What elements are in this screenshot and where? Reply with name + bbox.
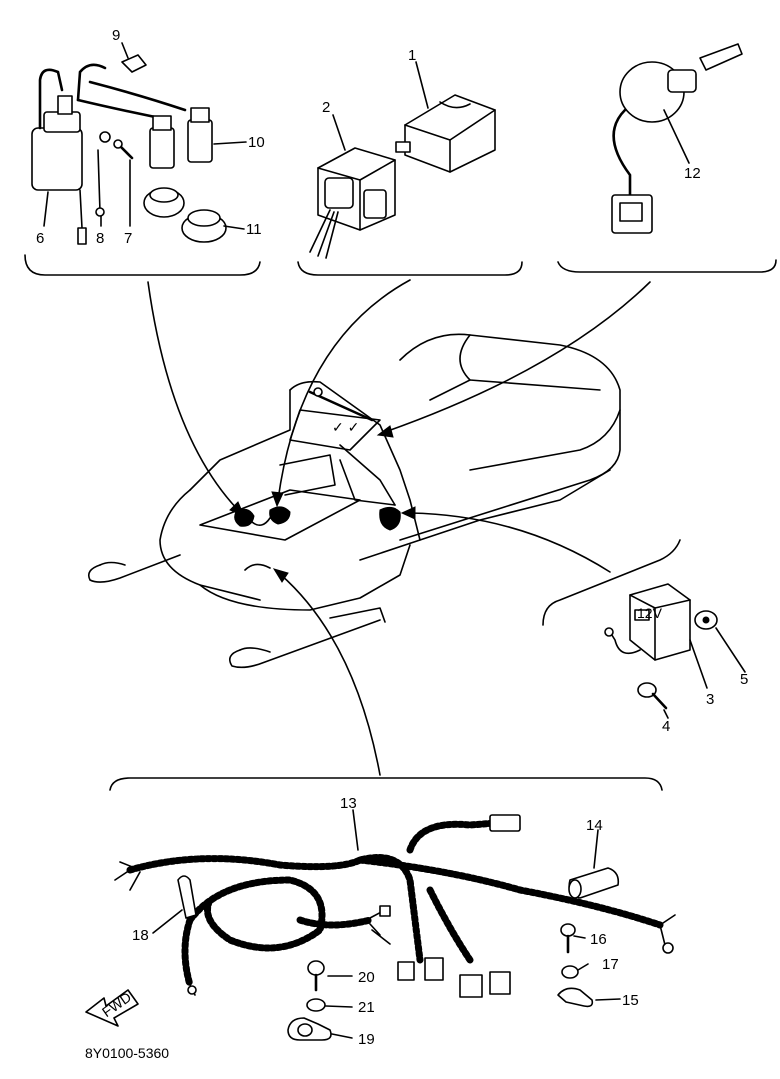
- group-bracket-regulator: [542, 539, 681, 626]
- fwd-arrow-icon: FWD: [85, 989, 139, 1027]
- bolt-4: [637, 682, 668, 710]
- callout-9: 9: [112, 27, 120, 44]
- main-switch-12: [611, 43, 743, 234]
- clip-18: [177, 875, 197, 919]
- callout-3: 3: [706, 691, 714, 708]
- callout-20: 20: [358, 969, 375, 986]
- bolt-7: [113, 139, 134, 160]
- leader-arrow-regulator: [400, 506, 611, 573]
- callout-6: 6: [36, 230, 44, 247]
- group-bracket-ignition: [24, 254, 261, 276]
- cdi-unit-1: [395, 94, 496, 173]
- connector-cover-14: [568, 867, 620, 899]
- nut-5: [694, 610, 718, 630]
- snowmobile-body: ✓ ✓: [87, 333, 621, 669]
- spark-plug-cap-10a: [149, 115, 175, 169]
- callout-10: 10: [248, 134, 265, 151]
- callout-5: 5: [740, 671, 748, 688]
- wire-harness-13: [114, 814, 676, 998]
- callout-7: 7: [124, 230, 132, 247]
- callout-4: 4: [662, 718, 670, 735]
- callout-21: 21: [358, 999, 375, 1016]
- svg-text:12V: 12V: [637, 605, 663, 621]
- group-bracket-cdi: [297, 261, 523, 276]
- leader-arrow-harness: [272, 568, 381, 776]
- callout-1: 1: [408, 47, 416, 64]
- cdi-cover-2: [309, 147, 396, 259]
- callout-16: 16: [590, 931, 607, 948]
- callout-2: 2: [322, 99, 330, 116]
- nut-21: [306, 998, 326, 1012]
- svg-text:✓ ✓: ✓ ✓: [332, 419, 359, 435]
- bolt-20: [307, 960, 325, 992]
- spark-plug-cap-10b: [187, 107, 213, 163]
- nut-17: [561, 965, 579, 979]
- leader-arrow-cdi: [271, 279, 411, 508]
- callout-11: 11: [246, 221, 262, 238]
- plug-cover-11a: [143, 187, 185, 218]
- callout-13: 13: [340, 795, 357, 812]
- document-code: 8Y0100-5360: [85, 1045, 169, 1061]
- callout-15: 15: [622, 992, 639, 1009]
- callout-19: 19: [358, 1031, 375, 1048]
- bolt-16: [560, 923, 576, 954]
- leader-arrow-main-switch: [376, 281, 651, 438]
- voltage-regulator-3: 12V: [604, 583, 691, 661]
- callout-12: 12: [684, 165, 701, 182]
- clamp-15: [557, 987, 594, 1008]
- clamp-19: [287, 1017, 332, 1041]
- plug-cover-11b: [181, 209, 227, 243]
- callout-leaders: [43, 42, 746, 1039]
- callout-8: 8: [96, 230, 104, 247]
- group-bracket-harness: [109, 777, 663, 791]
- clamp-9: [121, 54, 147, 73]
- washer-8: [95, 131, 111, 217]
- group-bracket-main-switch: [557, 259, 777, 273]
- callout-17: 17: [602, 956, 619, 973]
- leader-arrow-ignition: [147, 281, 245, 517]
- callout-18: 18: [132, 927, 149, 944]
- callout-14: 14: [586, 817, 603, 834]
- ignition-coil-6: [31, 63, 187, 245]
